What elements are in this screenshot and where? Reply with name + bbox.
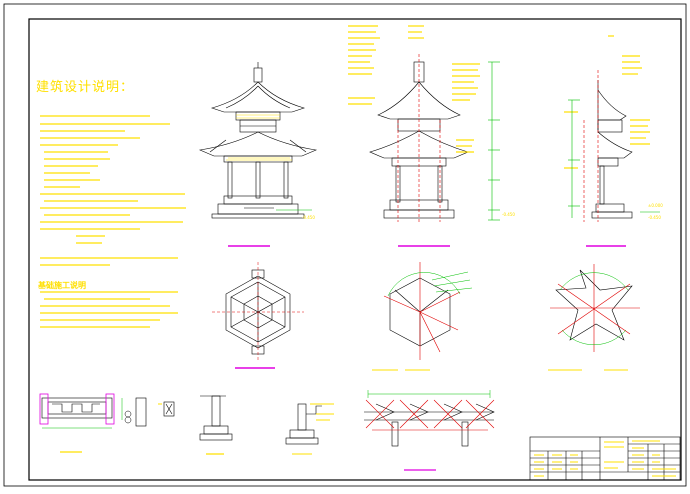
section-1-1-red-axis [397,54,441,222]
elevation-label-3: ±0.000 [648,203,663,208]
title-block [529,436,681,481]
footing-detail-2 [285,403,322,445]
outer-frame [3,3,687,487]
front-elevation-hatch [226,114,292,161]
inner-frame [28,18,682,481]
elevation-label-1: -0.450 [302,215,315,220]
elevation-label-4: -0.450 [648,215,661,220]
design-notes-title: 建筑设计说明： [36,80,135,95]
railing-detail [41,397,113,419]
foundation-notes-lines [40,291,178,328]
section-1-1-annotations [348,25,480,153]
foundation-notes-title: 基础施工说明 [38,281,86,290]
design-notes-lines [40,115,186,266]
title-block-text [534,440,676,477]
elevation-label-2: -0.450 [502,212,515,217]
section-1-1-dimension [488,61,500,221]
column-detail [135,397,175,427]
footing-detail-1 [199,395,233,441]
section-2-2-annotations [564,35,650,169]
front-elevation [198,62,318,219]
